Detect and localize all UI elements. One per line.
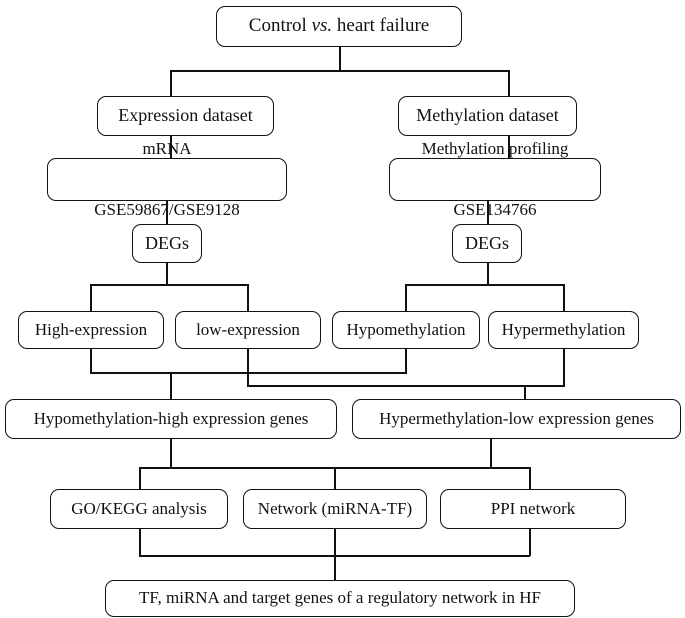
connector-go-kegg-down bbox=[139, 529, 141, 556]
node-hyper-low-genes-label: Hypermethylation-low expression genes bbox=[379, 408, 654, 428]
connector-ppi-network-down bbox=[529, 529, 531, 556]
node-root-label: Control vs. heart failure bbox=[248, 15, 430, 37]
node-hypo-high-genes-label: Hypomethylation-high expression genes bbox=[33, 408, 309, 428]
node-degs-left[interactable]: DEGs bbox=[132, 224, 202, 263]
node-methylation-profiling-line2: GSE134766 bbox=[453, 199, 537, 219]
connector-to-network-mirna-tf bbox=[334, 467, 336, 489]
connector-root-down bbox=[339, 46, 341, 71]
connector-mrna-to-degs bbox=[166, 200, 168, 224]
node-low-expression[interactable]: low-expression bbox=[175, 311, 321, 349]
node-mrna-line2: GSE59867/GSE9128 bbox=[94, 199, 240, 219]
connector-high-expression-down bbox=[90, 348, 92, 373]
node-root[interactable]: Control vs. heart failure bbox=[216, 6, 462, 47]
connector-into-final bbox=[334, 555, 336, 580]
node-methylation-dataset[interactable]: Methylation dataset bbox=[398, 96, 577, 136]
node-ppi-network-label: PPI network bbox=[490, 498, 576, 518]
node-hypomethylation[interactable]: Hypomethylation bbox=[332, 311, 480, 349]
connector-merge-bar-hyper-low bbox=[247, 385, 565, 387]
connector-methylation-to-profiling bbox=[508, 136, 510, 159]
connector-to-hypomethylation bbox=[405, 284, 407, 312]
connector-degs-right-split-bar bbox=[405, 284, 564, 286]
node-final[interactable]: TF, miRNA and target genes of a regulato… bbox=[105, 580, 575, 617]
connector-to-high-expression bbox=[90, 284, 92, 312]
node-hypo-high-genes[interactable]: Hypomethylation-high expression genes bbox=[5, 399, 337, 439]
connector-to-go-kegg bbox=[139, 467, 141, 489]
node-final-label: TF, miRNA and target genes of a regulato… bbox=[139, 588, 541, 608]
node-high-expression[interactable]: High-expression bbox=[18, 311, 164, 349]
connector-expression-to-mrna bbox=[170, 136, 172, 159]
node-mrna-datasets[interactable]: mRNA GSE59867/GSE9128 bbox=[47, 139, 287, 219]
connector-hypo-high-genes-down bbox=[170, 438, 172, 468]
connector-hypomethylation-down bbox=[405, 348, 407, 373]
node-degs-right[interactable]: DEGs bbox=[452, 224, 522, 263]
connector-into-hypo-high-genes bbox=[170, 372, 172, 399]
node-network-mirna-tf[interactable]: Network (miRNA-TF) bbox=[243, 489, 427, 529]
node-ppi-network[interactable]: PPI network bbox=[440, 489, 626, 529]
node-methylation-profiling[interactable]: Methylation profiling GSE134766 bbox=[389, 139, 601, 219]
connector-into-hyper-low-genes bbox=[524, 385, 526, 399]
connector-profiling-to-degs bbox=[487, 200, 489, 224]
connector-to-low-expression bbox=[247, 284, 249, 312]
connector-degs-left-down bbox=[166, 262, 168, 285]
connector-root-split-bar bbox=[170, 70, 510, 72]
connector-hyper-low-genes-down bbox=[490, 438, 492, 468]
connector-low-expression-down bbox=[247, 348, 249, 386]
node-low-expression-label: low-expression bbox=[196, 319, 300, 339]
connector-to-methylation-dataset bbox=[508, 70, 510, 96]
node-mrna-line1: mRNA bbox=[142, 139, 192, 159]
node-hypermethylation-label: Hypermethylation bbox=[501, 319, 626, 339]
node-go-kegg[interactable]: GO/KEGG analysis bbox=[50, 489, 228, 529]
node-methylation-dataset-label: Methylation dataset bbox=[416, 105, 559, 126]
connector-network-mirna-tf-down bbox=[334, 529, 336, 556]
node-methylation-profiling-label: Methylation profiling GSE134766 bbox=[422, 99, 569, 259]
connector-degs-right-down bbox=[487, 262, 489, 285]
node-hypermethylation[interactable]: Hypermethylation bbox=[488, 311, 639, 349]
node-degs-right-label: DEGs bbox=[465, 232, 509, 253]
node-hypomethylation-label: Hypomethylation bbox=[346, 319, 466, 339]
node-high-expression-label: High-expression bbox=[34, 319, 148, 339]
node-go-kegg-label: GO/KEGG analysis bbox=[71, 498, 207, 518]
node-degs-left-label: DEGs bbox=[145, 232, 189, 253]
node-mrna-datasets-label: mRNA GSE59867/GSE9128 bbox=[94, 99, 239, 259]
node-expression-dataset[interactable]: Expression dataset bbox=[97, 96, 274, 136]
node-methylation-profiling-line1: Methylation profiling bbox=[421, 139, 569, 159]
connector-degs-left-split-bar bbox=[90, 284, 248, 286]
connector-to-hypermethylation bbox=[563, 284, 565, 312]
node-hyper-low-genes[interactable]: Hypermethylation-low expression genes bbox=[352, 399, 681, 439]
node-network-mirna-tf-label: Network (miRNA-TF) bbox=[257, 498, 413, 518]
connector-to-expression-dataset bbox=[170, 70, 172, 96]
connector-hypermethylation-down bbox=[563, 348, 565, 386]
connector-to-ppi-network bbox=[529, 467, 531, 489]
node-expression-dataset-label: Expression dataset bbox=[118, 105, 253, 126]
